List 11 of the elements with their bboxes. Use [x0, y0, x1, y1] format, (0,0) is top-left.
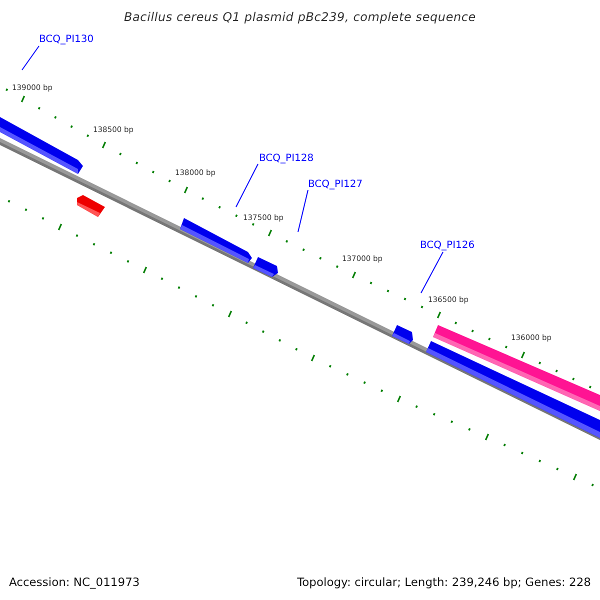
footer-text: Accession: NC_011973 [9, 575, 140, 589]
title: Bacillus cereus Q1 plasmid pBc239, complete sequence [122, 10, 477, 24]
leader-line [298, 190, 308, 232]
gene-label: BCQ_PI130 [39, 34, 94, 46]
gene-label: BCQ_PI126 [420, 240, 475, 252]
leader-line [420, 252, 444, 294]
footer-text: Topology: circular; Length: 239,246 bp; Genes: 228 [297, 575, 591, 589]
gene-label: BCQ_PI128 [259, 153, 314, 165]
gene-label: BCQ_PI127 [308, 179, 363, 191]
leader-line [22, 46, 40, 70]
leader-line [236, 164, 258, 208]
